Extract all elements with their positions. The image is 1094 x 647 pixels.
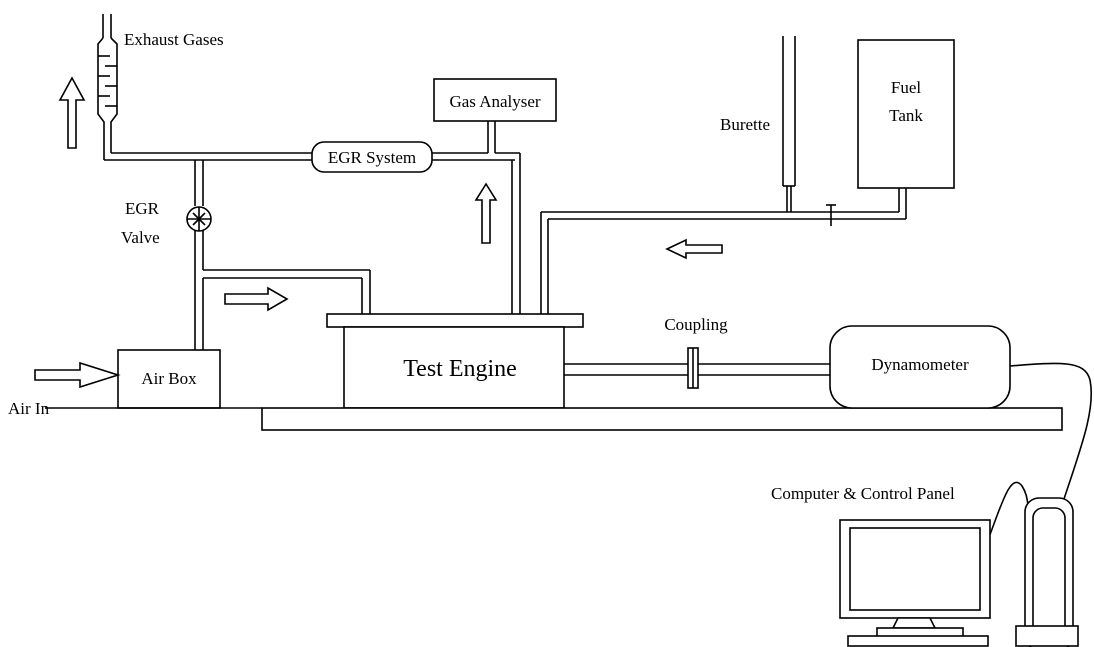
dynamometer-cable	[1009, 362, 1093, 506]
intake-pipe	[194, 231, 371, 350]
egr-system-label: EGR System	[328, 148, 416, 167]
dynamometer-box	[829, 325, 1011, 409]
air-in-label: Air In	[8, 399, 50, 418]
fuel-tank-label-line2: Tank	[889, 106, 923, 125]
egr-system-box	[311, 141, 433, 173]
gas-analyser-label: Gas Analyser	[449, 92, 540, 111]
egr-pipe	[104, 152, 515, 206]
burette-label: Burette	[720, 115, 770, 134]
exhaust-flow-arrow-up	[58, 76, 86, 149]
monitor-cable	[985, 481, 1029, 546]
fuel-tank-box	[857, 39, 955, 189]
exhaust-stack	[97, 14, 118, 160]
egr-valve-label-line1: EGR	[125, 199, 160, 218]
coupling-label: Coupling	[664, 315, 728, 334]
dynamometer-label: Dynamometer	[871, 355, 969, 374]
egr-valve-label-line2: Valve	[121, 228, 160, 247]
test-bed-plate	[261, 407, 1063, 431]
test-engine-label: Test Engine	[403, 356, 517, 382]
engine-head-plate	[326, 313, 584, 328]
air-in-arrow-right	[34, 361, 121, 389]
egr-valve	[186, 206, 212, 232]
exhaust-gases-label: Exhaust Gases	[124, 30, 224, 49]
fuel-line	[540, 188, 907, 314]
air-box-label: Air Box	[141, 369, 197, 388]
computer-control-panel-label: Computer & Control Panel	[771, 484, 955, 503]
intake-flow-arrow-right	[224, 286, 289, 312]
gas-analyser-pipe	[487, 121, 521, 314]
fuel-flow-arrow-left	[665, 238, 723, 260]
gas-analyser-box	[433, 78, 557, 122]
keyboard	[847, 635, 989, 647]
fuel-tank-label-line1: Fuel	[891, 78, 922, 97]
control-tower	[1015, 497, 1079, 647]
burette	[782, 36, 796, 212]
monitor	[839, 519, 991, 639]
coupling	[687, 347, 699, 389]
exhaust-flow-arrow-up-2	[474, 182, 498, 244]
test-engine-box	[343, 326, 565, 409]
